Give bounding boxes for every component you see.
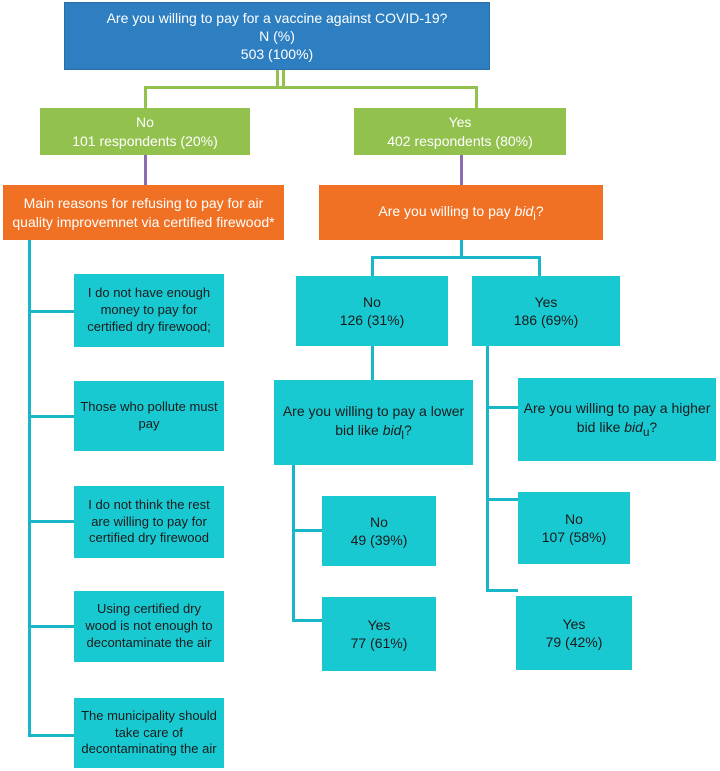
lower-question-box: Are you willing to pay a lower bid like … xyxy=(274,380,473,465)
connector-reason-1 xyxy=(28,310,74,313)
lower-no-count: 49 (39%) xyxy=(350,532,408,548)
lower-no-box: No 49 (39%) xyxy=(322,496,436,566)
lower-question-line2: bid like bidl? xyxy=(335,421,412,443)
connector-lower-trunk xyxy=(292,465,295,622)
reason-item-3-text: I do not think the rest are willing to p… xyxy=(88,496,210,546)
higher-yes-count: 79 (42%) xyxy=(545,634,603,650)
higher-no-label: No xyxy=(565,510,583,527)
bid-question-sub: i xyxy=(533,209,536,223)
level1-no-box: No 101 respondents (20%) xyxy=(40,108,250,155)
higher-question-prefix: bid like xyxy=(576,418,625,435)
connector-level1-no xyxy=(144,86,147,108)
higher-question-line1: Are you willing to pay a higher xyxy=(523,400,711,417)
reason-item-2-text: Those who pollute must pay xyxy=(80,399,218,431)
higher-no-box: No 107 (58%) xyxy=(518,492,630,564)
lower-question-sub: l xyxy=(401,428,404,442)
lower-yes-label: Yes xyxy=(367,616,391,633)
lower-question-var: bid xyxy=(382,421,402,438)
bid-no-label: No xyxy=(363,293,381,310)
bid-question-suffix: ? xyxy=(535,202,544,219)
level1-no-label: No xyxy=(136,114,154,131)
lower-yes-box: Yes 77 (61%) xyxy=(322,597,436,671)
higher-question-box: Are you willing to pay a higher bid like… xyxy=(518,378,716,461)
connector-no-to-reasons xyxy=(144,155,147,185)
connector-level1-horizontal xyxy=(144,86,478,89)
higher-question-line2: bid like bidu? xyxy=(577,418,657,440)
connector-root-left xyxy=(276,70,279,88)
connector-yes-to-higher xyxy=(486,406,518,409)
lower-yes-count: 77 (61%) xyxy=(350,635,408,651)
bid-no-box: No 126 (31%) xyxy=(296,276,448,346)
connector-lower-no xyxy=(292,529,322,532)
higher-question-var: bid xyxy=(624,418,643,435)
connector-no-to-lower xyxy=(371,346,374,380)
reason-item-4-text: Using certified dry wood is not enough t… xyxy=(85,601,213,650)
connector-yes-to-bid xyxy=(460,155,463,185)
bid-question: Are you willing to pay bidi? xyxy=(378,202,543,224)
connector-root-right xyxy=(282,70,285,88)
connector-lower-yes xyxy=(292,619,322,622)
bid-question-prefix: Are you willing to pay xyxy=(378,202,515,219)
connector-bid-horizontal xyxy=(371,256,541,259)
reasons-title-line2: quality improvemnet via certified firewo… xyxy=(12,213,275,230)
level1-yes-box: Yes 402 respondents (80%) xyxy=(354,108,566,155)
lower-question-prefix: bid like xyxy=(335,421,383,438)
reason-item-3: I do not think the rest are willing to p… xyxy=(74,486,224,558)
connector-reason-5 xyxy=(28,734,74,737)
level1-yes-label: Yes xyxy=(448,114,472,131)
connector-reasons-trunk xyxy=(28,240,31,737)
reason-item-5-text: The municipality should take care of dec… xyxy=(81,707,217,757)
connector-level1-yes xyxy=(475,86,478,108)
bid-yes-label: Yes xyxy=(534,293,558,310)
reason-item-2: Those who pollute must pay xyxy=(74,381,224,451)
connector-reason-3 xyxy=(28,520,74,523)
bid-yes-count: 186 (69%) xyxy=(513,312,579,328)
level1-yes-count: 402 respondents (80%) xyxy=(387,132,533,149)
root-unit: N (%) xyxy=(259,27,295,44)
bid-no-count: 126 (31%) xyxy=(339,312,405,328)
lower-question-line1: Are you willing to pay a lower xyxy=(282,403,465,420)
reason-item-1: I do not have enough money to pay for ce… xyxy=(74,274,224,347)
connector-higher-no xyxy=(486,498,518,501)
higher-no-count: 107 (58%) xyxy=(541,529,607,545)
bid-question-var: bid xyxy=(514,202,534,219)
connector-bid-yes xyxy=(538,256,541,276)
bid-question-box: Are you willing to pay bidi? xyxy=(319,185,603,240)
connector-higher-yes xyxy=(486,589,518,592)
higher-question-suffix: ? xyxy=(649,418,658,435)
reason-item-1-text: I do not have enough money to pay for ce… xyxy=(87,285,211,334)
bid-yes-box: Yes 186 (69%) xyxy=(472,276,620,346)
higher-yes-box: Yes 79 (42%) xyxy=(516,596,632,670)
connector-bid-down xyxy=(460,240,463,258)
higher-question-sub: u xyxy=(642,425,650,439)
level1-no-count: 101 respondents (20%) xyxy=(72,132,218,149)
higher-yes-label: Yes xyxy=(562,615,586,632)
lower-question-suffix: ? xyxy=(403,421,412,438)
root-question: Are you willing to pay for a vaccine aga… xyxy=(106,9,448,26)
reasons-title-box: Main reasons for refusing to pay for air… xyxy=(3,185,284,240)
connector-reason-2 xyxy=(28,415,74,418)
lower-no-label: No xyxy=(370,513,388,530)
reason-item-4: Using certified dry wood is not enough t… xyxy=(74,591,224,662)
root-question-box: Are you willing to pay for a vaccine aga… xyxy=(64,2,490,70)
reason-item-5: The municipality should take care of dec… xyxy=(74,698,224,768)
reasons-title-line1: Main reasons for refusing to pay for air xyxy=(23,195,264,212)
connector-bid-no xyxy=(371,256,374,276)
connector-reason-4 xyxy=(28,625,74,628)
connector-yes-trunk xyxy=(486,346,489,591)
root-total: 503 (100%) xyxy=(240,46,314,63)
